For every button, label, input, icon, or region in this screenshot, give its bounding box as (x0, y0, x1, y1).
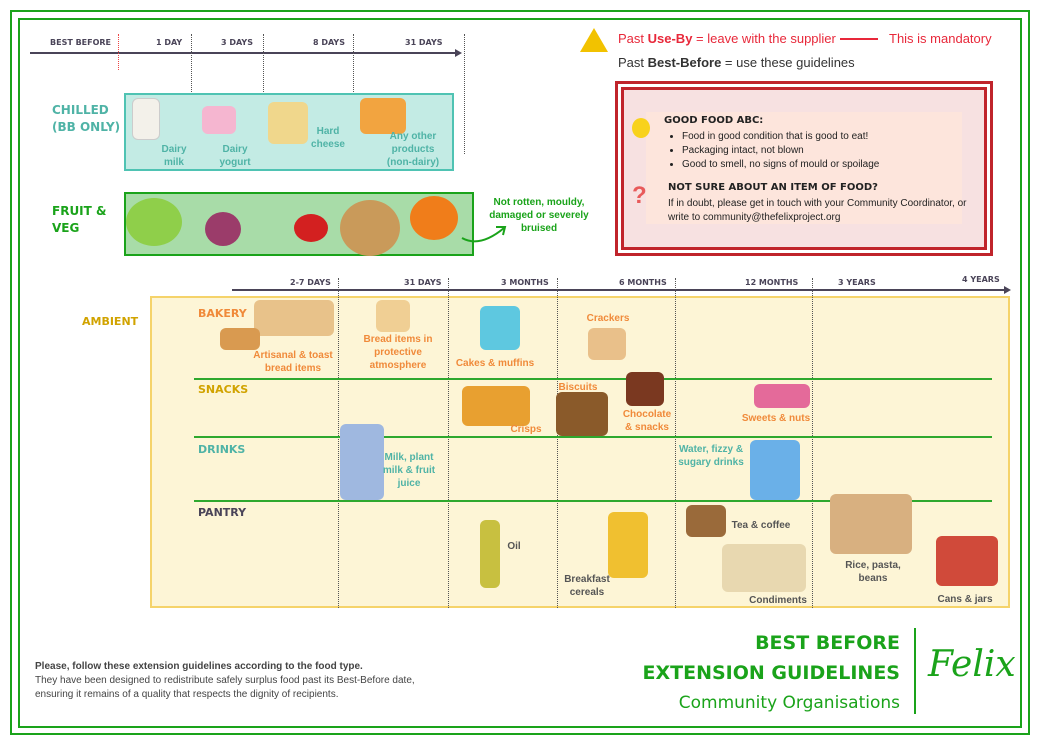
outer-frame (10, 10, 1030, 735)
divider (464, 34, 465, 154)
crackers-image (588, 328, 626, 360)
row-drinks: DRINKS (198, 443, 246, 456)
bottles-image (750, 440, 800, 500)
pumpkin-image (410, 196, 458, 240)
row-snacks: SNACKS (198, 383, 249, 396)
good-food-box (615, 81, 993, 256)
divider (914, 628, 916, 714)
good-food-abc: GOOD FOOD ABC: Food in good condition th… (664, 114, 974, 172)
coffee-image (686, 505, 726, 537)
condiments-image (722, 544, 806, 592)
biscuits-image (556, 392, 608, 436)
item-label: Cakes & muffins (455, 358, 535, 369)
item-label: Hard cheese (311, 126, 345, 150)
oil-image (480, 520, 500, 588)
tick: 3 DAYS (221, 38, 253, 47)
tick: 31 DAYS (405, 38, 443, 47)
yogurt-image (202, 106, 236, 134)
cereal-image (608, 512, 648, 578)
curved-arrow-icon (461, 226, 507, 243)
question-icon: ? (632, 182, 647, 209)
chocolate-image (626, 372, 664, 406)
item-label: Oil (507, 541, 521, 552)
item-label: Biscuits (558, 382, 598, 393)
divider (557, 278, 558, 608)
row-divider (194, 500, 992, 502)
tick: 8 DAYS (313, 38, 345, 47)
tick: 3 YEARS (838, 278, 876, 287)
grapes-image (205, 212, 241, 246)
item-label: Dairy milk (161, 144, 187, 168)
not-sure-section: NOT SURE ABOUT AN ITEM OF FOOD? If in do… (668, 182, 967, 223)
divider (812, 278, 813, 608)
item-label: Any other products (non-dairy) (386, 131, 440, 168)
tick: 31 DAYS (404, 278, 442, 287)
ambient-axis (232, 289, 1004, 291)
carton-image (360, 98, 406, 134)
item-label: Breakfast cereals (564, 574, 610, 598)
potatoes-image (340, 200, 400, 256)
item-label: Crackers (586, 313, 630, 324)
felix-logo: Felix (928, 644, 1016, 685)
row-pantry: PANTRY (198, 506, 247, 519)
tick: 1 DAY (156, 38, 183, 47)
tick: 4 YEARS (962, 275, 1000, 284)
page-title: BEST BEFORE EXTENSION GUIDELINES Communi… (642, 632, 900, 713)
fruit-veg-note: Not rotten, mouldy, damaged or severely … (489, 197, 589, 234)
item-label: Condiments (749, 595, 807, 606)
cake-image (480, 306, 520, 350)
arrow-icon (1004, 286, 1011, 294)
item-label: Sweets & nuts (741, 413, 811, 424)
lightbulb-icon (632, 118, 650, 138)
inner-frame (18, 18, 1022, 728)
item-label: Water, fizzy & sugary drinks (678, 444, 744, 468)
category-fruit-veg: FRUIT & VEG (52, 204, 107, 235)
arrow-icon (455, 49, 462, 57)
row-divider (194, 436, 992, 438)
item-label: Chocolate & snacks (622, 409, 672, 433)
divider (448, 278, 449, 608)
item-label: Dairy yogurt (219, 144, 251, 168)
item-label: Milk, plant milk & fruit juice (382, 452, 436, 489)
divider (118, 34, 119, 70)
warning-icon (580, 28, 608, 52)
tick: 6 MONTHS (619, 278, 667, 287)
tick: 2-7 DAYS (290, 278, 331, 287)
apple-image (294, 214, 328, 242)
rice-pasta-image (830, 494, 912, 554)
lettuce-image (126, 198, 182, 246)
tick: 3 MONTHS (501, 278, 549, 287)
use-by-rule: Past Use-By = leave with the supplier (618, 31, 836, 46)
row-bakery: BAKERY (198, 307, 247, 320)
item-label: Bread items in protective atmosphere (363, 334, 433, 371)
arrow-icon (840, 38, 878, 40)
category-ambient: AMBIENT (82, 315, 139, 328)
wrap-image (376, 300, 410, 332)
item-label: Tea & coffee (731, 520, 791, 531)
cheese-image (268, 102, 308, 144)
category-chilled: CHILLED (BB ONLY) (52, 103, 121, 134)
sweets-image (754, 384, 810, 408)
tick: 12 MONTHS (745, 278, 799, 287)
timeline-start: BEST BEFORE (50, 38, 112, 47)
item-label: Crisps (510, 424, 542, 435)
cans-image (936, 536, 998, 586)
row-divider (194, 378, 992, 380)
divider (675, 278, 676, 608)
milk-carton-image (340, 424, 384, 500)
ambient-box (150, 296, 1010, 608)
item-label: Cans & jars (937, 594, 993, 605)
milk-image (132, 98, 160, 140)
bread-image (254, 300, 334, 336)
item-label: Artisanal & toast bread items (253, 350, 333, 374)
croissant-image (220, 328, 260, 350)
best-before-rule: Past Best-Before = use these guidelines (618, 55, 855, 70)
timeline-axis (30, 52, 455, 54)
divider (338, 278, 339, 608)
footer-text: Please, follow these extension guideline… (35, 661, 415, 700)
item-label: Rice, pasta, beans (845, 560, 901, 584)
crisps-image (462, 386, 530, 426)
mandatory-text: This is mandatory (889, 31, 992, 46)
